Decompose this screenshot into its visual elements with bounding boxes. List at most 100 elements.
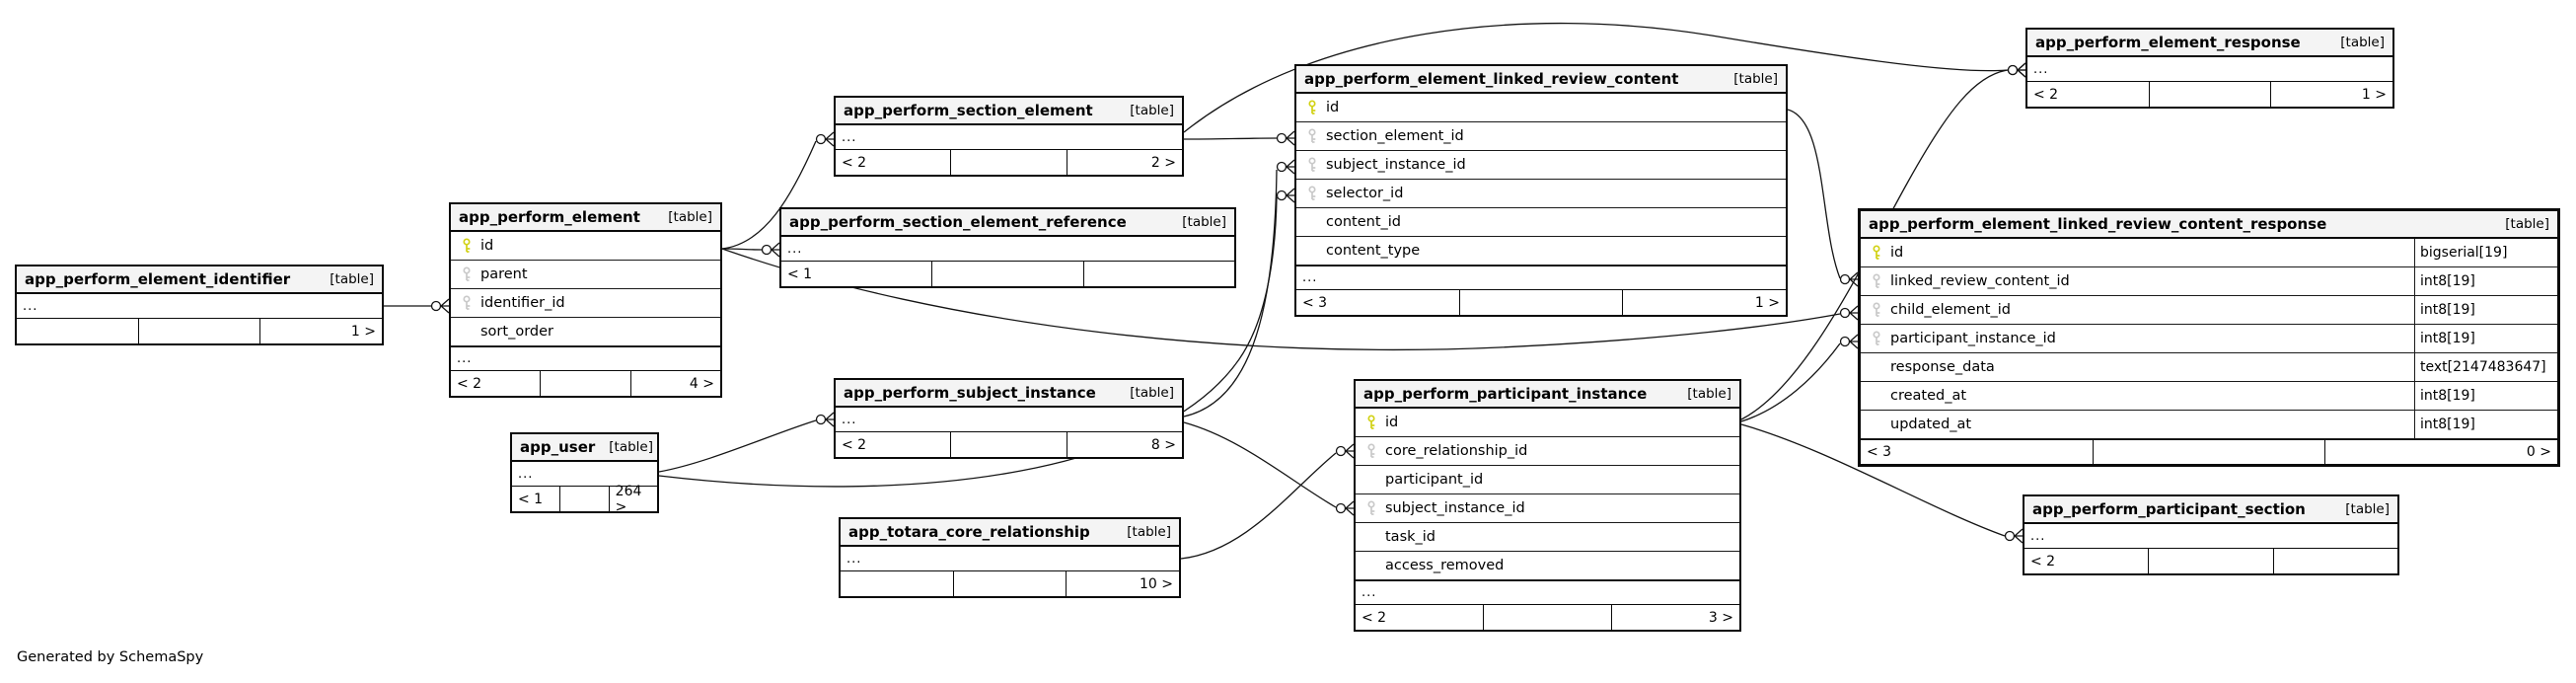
more-columns-ellipsis: ... <box>451 346 720 371</box>
table-title[interactable]: app_perform_participant_section <box>2032 500 2306 518</box>
footer-middle-cell <box>2148 82 2271 107</box>
table-title[interactable]: app_perform_element_linked_review_conten… <box>1869 215 2327 233</box>
table-title[interactable]: app_user <box>520 438 596 456</box>
column-type: int8[19] <box>2414 411 2557 438</box>
parents-count <box>841 571 953 596</box>
table-title[interactable]: app_perform_section_element_reference <box>789 213 1127 231</box>
table-title[interactable]: app_perform_subject_instance <box>844 384 1096 402</box>
parents-count: < 2 <box>2030 553 2056 569</box>
table-app_totara_core_relationship[interactable]: app_totara_core_relationship[table]...10… <box>839 517 1181 598</box>
crowfoot-icon <box>430 298 450 314</box>
column-row-id: id <box>451 232 720 261</box>
footer-middle-cell <box>137 319 260 343</box>
column-type: text[2147483647] <box>2414 353 2557 381</box>
children-count: 1 > <box>1622 290 1786 315</box>
column-row-core_relationship_id: core_relationship_id <box>1356 437 1739 466</box>
table-app_perform_subject_instance[interactable]: app_perform_subject_instance[table]...< … <box>834 378 1184 459</box>
table-app_perform_participant_instance[interactable]: app_perform_participant_instance[table]i… <box>1354 379 1741 632</box>
column-name: subject_instance_id <box>1326 157 1466 173</box>
table-title[interactable]: app_perform_section_element <box>844 102 1093 119</box>
column-row-access_removed: access_removed <box>1356 552 1739 580</box>
column-row-content_type: content_type <box>1296 237 1786 266</box>
column-row-parent: parent <box>451 261 720 289</box>
more-columns-ellipsis: ... <box>512 462 657 487</box>
parents-count: < 2 <box>1362 609 1387 626</box>
crowfoot-icon <box>1839 334 1859 349</box>
children-count: 4 > <box>629 371 720 396</box>
table-app_perform_section_element_reference[interactable]: app_perform_section_element_reference[ta… <box>779 207 1236 288</box>
children-count: 10 > <box>1066 571 1179 596</box>
table-app_perform_element_linked_review_content[interactable]: app_perform_element_linked_review_conten… <box>1294 64 1788 317</box>
table-title[interactable]: app_perform_element <box>459 208 640 226</box>
column-name: id <box>480 238 494 254</box>
parents-count: < 2 <box>842 436 867 453</box>
column-type: int8[19] <box>2414 325 2557 352</box>
more-columns-ellipsis: ... <box>2024 524 2397 549</box>
table-badge: [table] <box>1130 385 1174 401</box>
relationship-count-footer: < 3 1 > <box>1296 290 1786 315</box>
relationship-line <box>1740 69 2009 420</box>
parents-count: < 2 <box>842 154 867 171</box>
footer-middle-cell <box>950 432 1066 457</box>
crowfoot-icon <box>1839 271 1859 287</box>
foreign-key-icon <box>451 295 480 311</box>
column-row-identifier_id: identifier_id <box>451 289 720 318</box>
column-name: participant_instance_id <box>1890 331 2056 346</box>
table-title[interactable]: app_totara_core_relationship <box>848 523 1090 541</box>
table-title[interactable]: app_perform_element_response <box>2035 34 2301 51</box>
relationship-count-footer: 1 > <box>17 319 382 343</box>
column-row-subject_instance_id: subject_instance_id <box>1356 494 1739 523</box>
relationship-line <box>721 248 1841 351</box>
table-badge: [table] <box>1687 386 1731 402</box>
more-columns-ellipsis: ... <box>2027 57 2392 82</box>
parents-count: < 3 <box>1302 294 1328 311</box>
table-title[interactable]: app_perform_participant_instance <box>1363 385 1648 403</box>
column-name: core_relationship_id <box>1385 443 1528 459</box>
column-row-content_id: content_id <box>1296 208 1786 237</box>
table-badge: [table] <box>668 209 712 225</box>
more-columns-ellipsis: ... <box>781 237 1234 262</box>
footer-middle-cell <box>1483 605 1611 630</box>
crowfoot-icon <box>1276 188 1295 203</box>
foreign-key-icon <box>451 266 480 282</box>
table-title[interactable]: app_perform_element_identifier <box>25 270 291 288</box>
parents-count: < 1 <box>518 491 544 507</box>
table-app_perform_element_linked_review_content_response[interactable]: app_perform_element_linked_review_conten… <box>1858 208 2560 467</box>
table-app_perform_element_identifier[interactable]: app_perform_element_identifier[table]...… <box>15 265 384 345</box>
more-columns-ellipsis: ... <box>1356 580 1739 605</box>
footer-middle-cell <box>2092 440 2325 464</box>
table-title[interactable]: app_perform_element_linked_review_conten… <box>1304 70 1679 88</box>
relationship-count-footer: < 2 3 > <box>1356 605 1739 630</box>
relationship-line <box>1180 452 1337 560</box>
column-row-section_element_id: section_element_id <box>1296 122 1786 151</box>
footer-middle-cell <box>1458 290 1623 315</box>
crowfoot-icon <box>761 242 780 258</box>
parents-count <box>17 319 138 343</box>
crowfoot-icon <box>1335 443 1355 459</box>
primary-key-icon <box>451 238 480 254</box>
table-app_perform_element_response[interactable]: app_perform_element_response[table]...< … <box>2025 28 2394 109</box>
table-app_perform_section_element[interactable]: app_perform_section_element[table]...< 2… <box>834 96 1184 177</box>
column-name: identifier_id <box>480 295 565 311</box>
more-columns-ellipsis: ... <box>1296 266 1786 290</box>
table-app_perform_element[interactable]: app_perform_element [table] id parent identi… <box>449 202 722 398</box>
footer-middle-cell <box>559 487 608 511</box>
foreign-key-icon <box>1296 128 1326 144</box>
table-app_perform_participant_section[interactable]: app_perform_participant_section[table]..… <box>2023 494 2399 575</box>
foreign-key-icon <box>1296 186 1326 201</box>
relationship-line <box>1740 423 2006 537</box>
foreign-key-icon <box>1296 157 1326 173</box>
relationship-line <box>1787 109 1841 279</box>
footer-middle-cell <box>540 371 629 396</box>
parents-count: < 2 <box>2033 86 2059 103</box>
children-count: 3 > <box>1611 605 1739 630</box>
column-name: participant_id <box>1385 472 1484 488</box>
more-columns-ellipsis: ... <box>841 547 1179 571</box>
parents-count: < 3 <box>1867 444 1892 460</box>
